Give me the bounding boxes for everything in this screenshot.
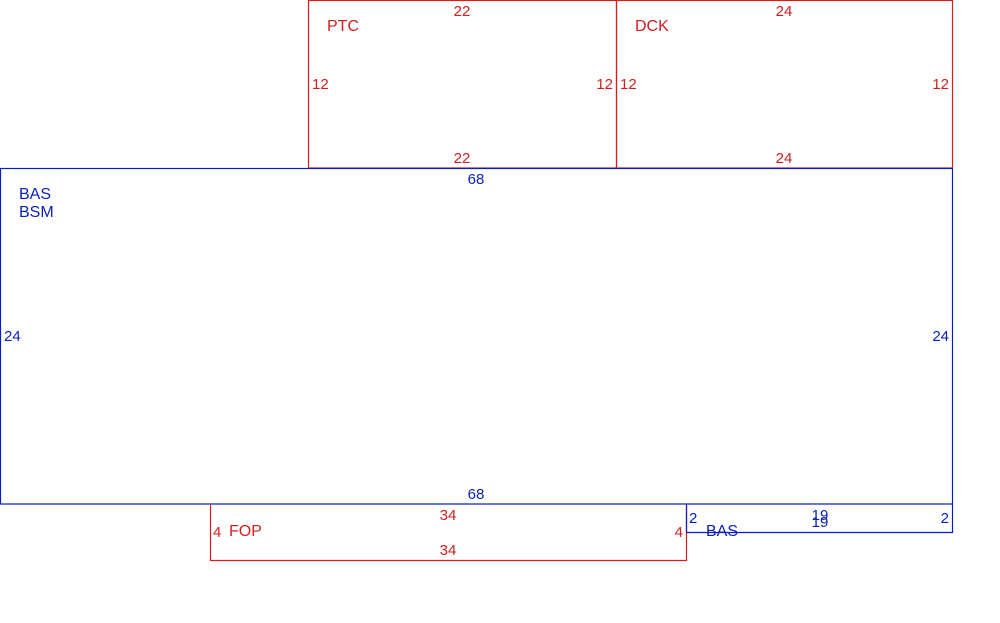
area-fop-left-dim: 4 [213,524,221,541]
area-dck-right-dim: 12 [932,76,949,93]
area-dck-label: DCK [635,18,669,35]
area-bas-small-top-dim: 19 [812,507,829,524]
area-ptc-top-dim: 22 [454,3,471,20]
area-bas-main-bottom-dim: 68 [468,486,485,503]
area-dck-top-dim: 24 [776,3,793,20]
area-fop-top-dim: 34 [440,507,457,524]
area-bas-main-outline [0,167,954,505]
area-bas-main: BAS BSM 68 68 24 24 [0,167,954,505]
area-ptc-right-dim: 12 [596,76,613,93]
area-ptc-bottom-dim: 22 [454,150,471,167]
area-dck-left-dim: 12 [620,76,637,93]
area-bas-small-right-dim: 2 [941,510,949,527]
area-ptc-label: PTC [327,18,359,35]
area-fop-right-dim: 4 [675,524,683,541]
area-bas-main-label-1: BAS [19,186,51,203]
area-bas-small-bottom-dim: 19 [812,514,829,531]
area-dck: DCK 24 24 12 12 [615,0,954,169]
area-ptc-left-dim: 12 [312,76,329,93]
area-fop-bottom-dim: 34 [440,542,457,559]
area-bas-main-left-dim: 24 [4,328,21,345]
area-fop: FOP 34 34 4 4 [209,504,688,562]
area-bas-small: BAS 19 19 2 2 [685,504,954,540]
area-bas-main-label-2: BSM [19,204,54,221]
area-bas-small-left-dim: 2 [689,510,697,527]
area-bas-main-right-dim: 24 [932,328,949,345]
area-dck-bottom-dim: 24 [776,150,793,167]
area-fop-label: FOP [229,523,262,540]
area-ptc: PTC 22 22 12 12 [307,0,618,169]
area-bas-main-top-dim: 68 [468,171,485,188]
area-bas-small-label: BAS [706,523,738,540]
area-bas-small-outline [685,504,954,534]
